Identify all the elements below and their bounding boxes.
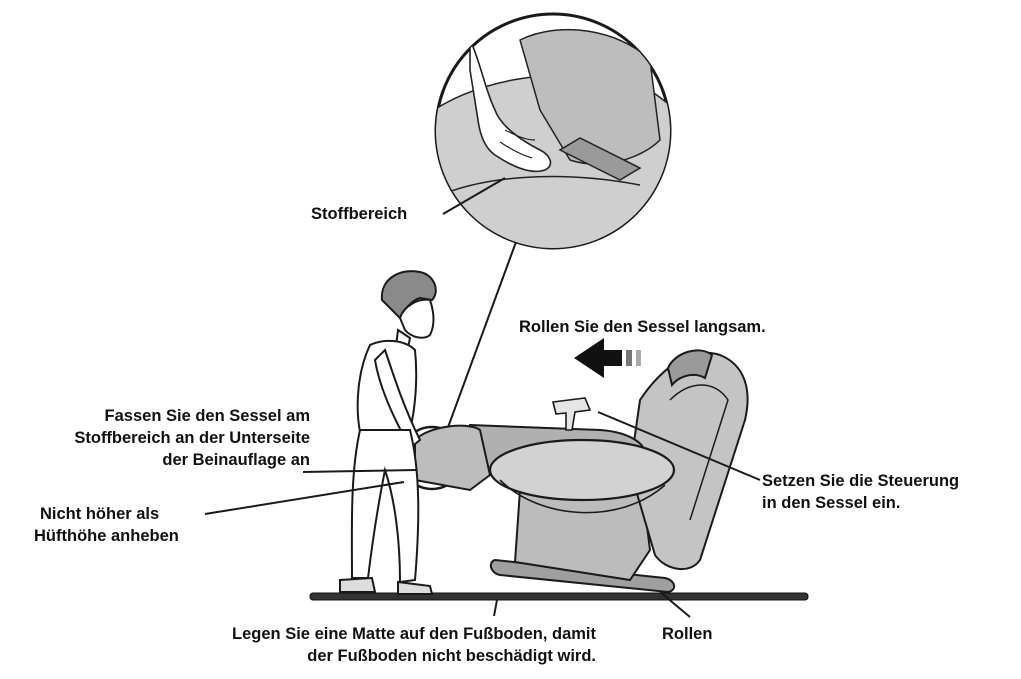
label-roll-slowly: Rollen Sie den Sessel langsam. — [519, 318, 766, 336]
label-wheels: Rollen — [662, 625, 713, 643]
mat-line-1: Legen Sie eine Matte auf den Fußboden, d… — [232, 625, 596, 643]
label-fabric-area: Stoffbereich — [311, 205, 408, 223]
grip-line-2: Stoffbereich an der Unterseite — [74, 429, 310, 447]
person-figure — [339, 270, 437, 595]
grip-line-3: der Beinauflage an — [162, 451, 310, 469]
direction-arrow-left-icon — [574, 338, 641, 378]
lift-line-2: Hüfthöhe anheben — [34, 527, 179, 545]
label-controller: Setzen Sie die Steuerung in den Sessel e… — [762, 470, 959, 514]
floor-mat — [309, 592, 809, 601]
massage-chair — [414, 349, 749, 594]
label-grip-instruction: Fassen Sie den Sessel am Stoffbereich an… — [10, 405, 310, 471]
label-lift-height: Nicht höher als Hüfthöhe anheben — [34, 503, 179, 547]
controller-line-1: Setzen Sie die Steuerung — [762, 472, 960, 490]
lift-line-1: Nicht höher als — [40, 505, 160, 523]
label-floor-mat: Legen Sie eine Matte auf den Fußboden, d… — [110, 623, 596, 667]
grip-line-1: Fassen Sie den Sessel am — [104, 407, 310, 425]
detail-magnifier-circle — [434, 12, 672, 431]
leader-lines — [204, 411, 761, 618]
controller-line-2: in den Sessel ein. — [762, 494, 901, 512]
mat-line-2: der Fußboden nicht beschädigt wird. — [307, 647, 596, 665]
